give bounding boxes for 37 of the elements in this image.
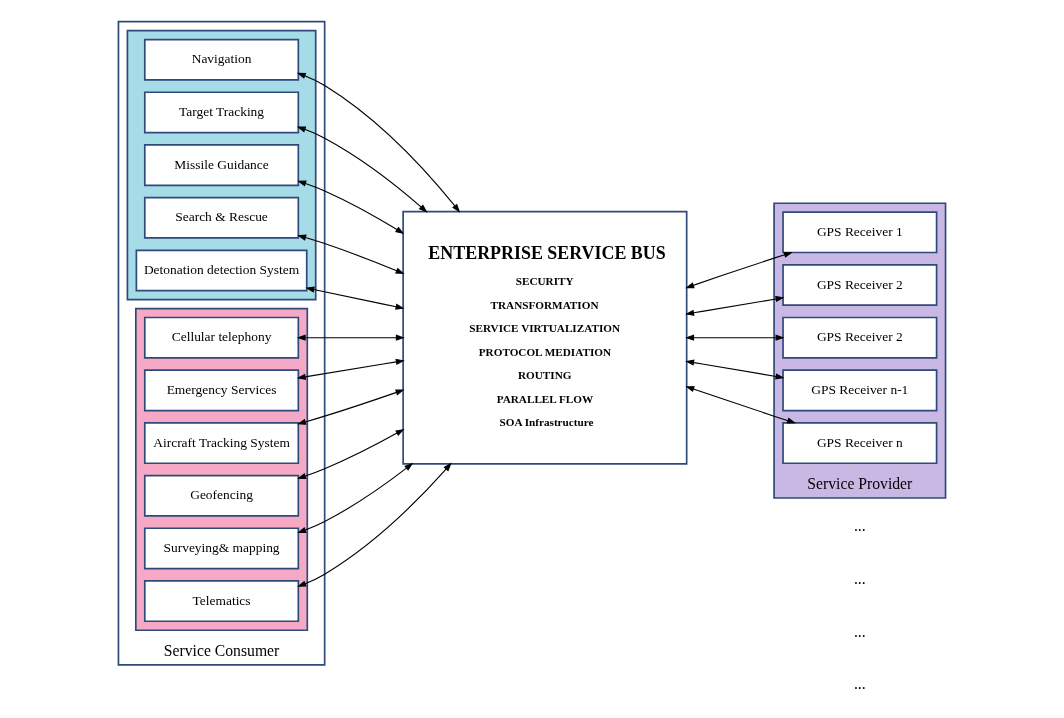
node-box: Cellular telephony [143,316,300,359]
node-box: Geofencing [143,474,300,517]
node-box: GPS Receiver n-1 [782,369,938,412]
label: ... [853,622,866,640]
arrow [296,126,428,213]
node-box: Telematics [143,580,300,623]
arrow [297,180,405,235]
arrow [296,334,405,341]
node-box: GPS Receiver n [782,422,938,465]
node-box: Navigation [143,38,300,81]
label: ... [853,569,866,587]
node-box: Surveying& mapping [143,527,300,570]
arrow [685,295,785,316]
node-box: Emergency Services [143,369,300,412]
arrow [685,334,785,341]
arrow [297,389,405,425]
arrow [296,358,405,380]
node-box: GPS Receiver 1 [782,211,938,254]
arrow [297,234,405,274]
arrow [297,462,452,587]
label: ... [853,675,866,693]
node-box: Target Tracking [143,91,300,134]
node-box: Missile Guidance [143,144,300,187]
node-box: GPS Receiver 2 [782,316,938,359]
node-box: Search & Rescue [143,196,300,239]
node-box: ENTERPRISE SERVICE BUS SECURITY TRANSFORMATION SERVICE VIRTUALIZATION PROTOCOL MEDIATION ROUTING PARALLEL FLOW SOA Infrastructure [402,210,688,465]
arrow [305,286,405,310]
node-box: GPS Receiver 2 [782,264,938,307]
arrow [297,428,405,479]
arrow [685,359,785,380]
node-box: Aircraft Tracking System [143,422,300,465]
arrow [685,251,793,289]
arrow [296,72,461,213]
arrow [685,386,797,424]
node-box: Detonation detection System [135,249,308,292]
label: ... [853,517,866,535]
arrow [297,462,414,533]
